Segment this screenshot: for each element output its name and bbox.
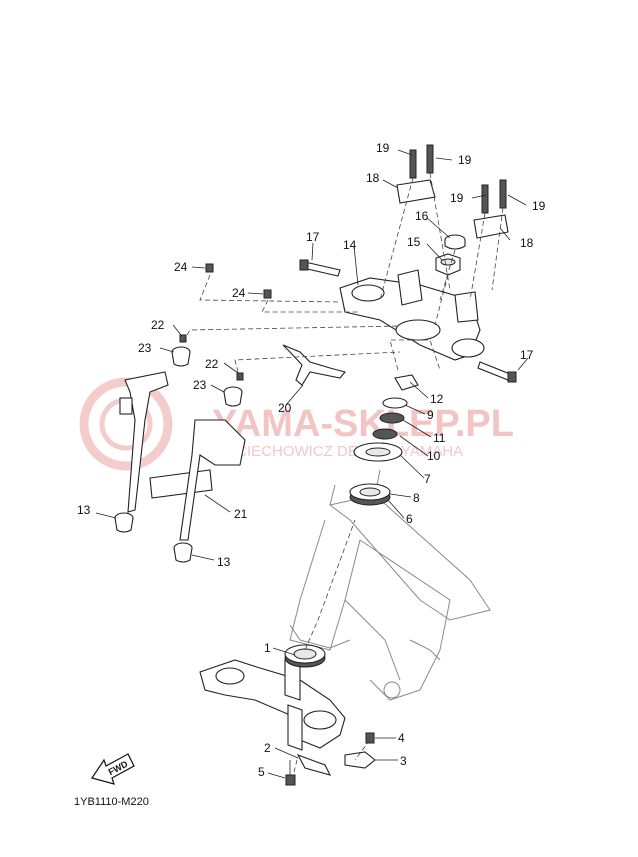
callout-12: 12	[430, 392, 444, 406]
fwd-arrow-icon: FWD	[91, 753, 135, 785]
diagram-code: 1YB1110-M220	[74, 796, 149, 808]
callout-10: 10	[427, 449, 441, 463]
callout-19-d: 19	[532, 199, 546, 213]
callout-24-right: 24	[232, 286, 246, 300]
callout-5: 5	[258, 765, 265, 779]
callout-17-right: 17	[520, 348, 534, 362]
grommets-and-bolts	[114, 263, 272, 563]
callout-4: 4	[398, 731, 405, 745]
pinch-bolts	[299, 259, 517, 383]
callout-labels: 1 2 3 4 5 6 7 8 9 10 11 12 13 13 14 15 1…	[77, 141, 546, 779]
callout-23-left: 23	[138, 341, 152, 355]
callout-8: 8	[413, 491, 420, 505]
callout-18-left: 18	[366, 171, 380, 185]
watermark-title: YAMA-SKLEP.PL	[212, 403, 514, 445]
callout-19-c: 19	[450, 191, 464, 205]
alignment-lines	[182, 172, 504, 781]
callout-13-right: 13	[217, 555, 231, 569]
callout-1: 1	[264, 641, 271, 655]
callout-18-right: 18	[520, 236, 534, 250]
lower-clamp-parts	[285, 732, 376, 786]
callout-23-right: 23	[193, 378, 207, 392]
callout-7: 7	[424, 472, 431, 486]
callout-11: 11	[433, 431, 446, 445]
frame-ghost	[289, 469, 491, 701]
watermark-subtitle: SIECIECHOWICZ DEALER YAMAHA	[212, 443, 463, 460]
callout-24-left: 24	[174, 260, 188, 274]
leader-lines	[95, 149, 529, 779]
callout-17-left: 17	[306, 230, 320, 244]
bearing-stack	[349, 374, 419, 506]
callout-20: 20	[278, 401, 292, 415]
callout-22-left: 22	[151, 318, 165, 332]
callout-15: 15	[407, 235, 421, 249]
callout-19-a: 19	[376, 141, 390, 155]
under-bracket	[199, 659, 346, 751]
callout-9: 9	[427, 408, 434, 422]
callout-21: 21	[234, 507, 248, 521]
callout-16: 16	[415, 209, 429, 223]
steering-nut	[435, 234, 466, 276]
callout-22-right: 22	[205, 357, 219, 371]
cable-guide	[282, 344, 346, 386]
callout-14: 14	[343, 238, 357, 252]
callout-6: 6	[406, 512, 413, 526]
callout-2: 2	[264, 741, 271, 755]
callout-19-b: 19	[458, 153, 472, 167]
callout-13-left: 13	[77, 503, 91, 517]
part-1-bearing	[284, 644, 326, 668]
upper-bracket	[339, 269, 485, 361]
watermark: YAMA-SKLEP.PL SIECIECHOWICZ DEALER YAMAH…	[79, 377, 514, 471]
meter-bracket	[119, 371, 246, 541]
callout-3: 3	[400, 754, 407, 768]
